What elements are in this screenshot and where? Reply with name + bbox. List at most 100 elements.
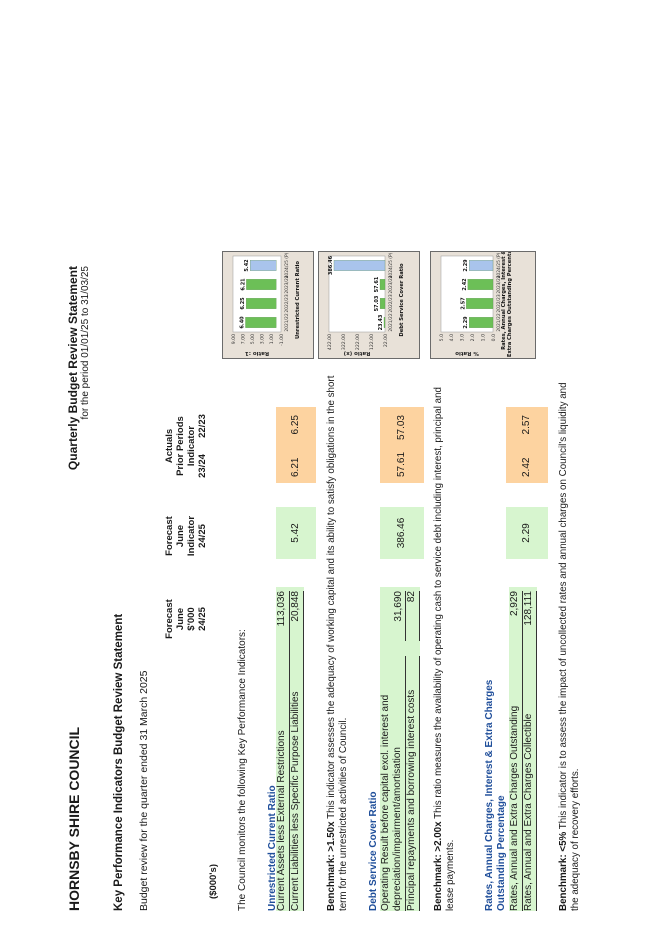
chart-bar <box>379 279 386 290</box>
council-name: HORNSBY SHIRE COUNCIL <box>66 726 82 911</box>
benchmark-description: This indicator is to assess the impact o… <box>558 382 581 911</box>
data-label: 2.57 <box>460 297 466 310</box>
data-label: 2.42 <box>462 278 468 291</box>
data-label: 57.61 <box>374 276 380 292</box>
row-label: Rates, Annual and Extra Charges Collecti… <box>523 641 537 911</box>
x-tick-label: 2023/24 <box>496 275 502 293</box>
y-tick-label: 0.0 <box>491 334 497 341</box>
col-forecast-indicator: Forecast June Indicator 24/25 <box>164 506 208 566</box>
benchmark-label: Benchmark: >1.50x <box>326 821 337 911</box>
forecast-indicator: 386.46 <box>380 507 424 559</box>
data-label: 57.03 <box>374 295 380 311</box>
actual-2324: 6.21 <box>290 457 301 477</box>
intro-text: The Council monitors the following Key P… <box>237 629 248 911</box>
y-axis-label: % Ratio <box>455 350 479 356</box>
row-label: Current Liabilities less Specific Purpos… <box>290 633 304 911</box>
col-year-2223: 22/23 <box>197 414 208 438</box>
col-header-line: Forecast <box>164 516 175 556</box>
benchmark-label: Benchmark: >2.00x <box>433 821 444 911</box>
data-label: 23.43 <box>378 314 384 330</box>
y-tick-label: 422.00 <box>327 334 333 350</box>
x-tick-label: 2024/25 (P) <box>284 252 290 278</box>
row-values-s2: 31,690 82 <box>380 591 420 641</box>
forecast-indicator: 2.29 <box>506 507 548 559</box>
chart-bar <box>466 298 494 309</box>
x-tick-label: 2021/22 <box>284 313 290 331</box>
row-value: 31,690 <box>380 591 406 641</box>
plot-area <box>232 255 282 333</box>
y-tick-label: 2.0 <box>470 334 476 341</box>
y-tick-label: 5.0 <box>439 334 445 341</box>
chart-bar <box>379 298 386 309</box>
data-label: 2.29 <box>463 259 469 272</box>
col-header-line: Prior Periods <box>175 416 186 476</box>
actual-2324: 57.61 <box>396 451 407 477</box>
row-label: Rates, Annual and Extra Charges Outstand… <box>509 641 523 911</box>
y-axis-label: Ratio (x) <box>343 350 370 356</box>
col-header-line: June <box>175 607 186 631</box>
kpi-title: Key Performance Indicators Budget Review… <box>113 613 125 911</box>
data-label: 6.40 <box>239 316 245 329</box>
col-header-line: 24/25 <box>197 524 208 548</box>
x-tick-label: 2021/22 <box>388 313 394 331</box>
row-label: Principal repayments and borrowing inter… <box>406 656 420 911</box>
data-label: 6.21 <box>240 278 246 291</box>
row-values-s1: 113,036 20,848 <box>276 591 304 641</box>
col-actuals: Actuals Prior Periods Indicator <box>164 406 197 486</box>
y-tick-label: 7.00 <box>240 334 246 344</box>
row-value: 128,111 <box>523 591 537 641</box>
section-title: Rates, Annual Charges, Interest & Extra … <box>484 679 507 911</box>
chart-bar <box>333 260 386 271</box>
actual-2223: 6.25 <box>290 415 301 435</box>
y-axis-label: Ratio :1 <box>245 350 269 356</box>
chart-title: Debt Service Cover Ratio <box>399 263 405 337</box>
plot-area <box>328 255 386 333</box>
chart-bar <box>469 317 494 328</box>
col-header-line: Indicator <box>186 515 197 557</box>
col-header-line: June <box>175 524 186 548</box>
benchmark-text: Benchmark: <5% This indicator is to asse… <box>558 371 581 911</box>
x-tick-label: 2022/23 <box>284 294 290 312</box>
y-tick-label: 9.00 <box>231 334 237 344</box>
report-period: for the period 01/01/25 to 31/03/25 <box>80 266 91 420</box>
chart-bar <box>245 317 277 328</box>
chart-bar <box>469 260 494 271</box>
col-header-line: Forecast <box>164 599 175 639</box>
row-labels-s1: Current Assets less External Restriction… <box>276 633 304 911</box>
data-label: 2.29 <box>463 316 469 329</box>
row-value: 113,036 <box>276 591 290 641</box>
data-label: 5.42 <box>244 259 250 272</box>
y-tick-label: 1.00 <box>269 334 275 344</box>
col-header-line: Actuals <box>164 428 175 464</box>
x-tick-label: 2022/23 <box>388 294 394 312</box>
col-year-2324: 23/24 <box>197 454 208 478</box>
x-tick-label: 2023/24 <box>388 275 394 293</box>
actuals-box: 2.42 2.57 <box>506 407 548 483</box>
x-tick-label: 2024/25 (P) <box>388 252 394 278</box>
row-value: 82 <box>406 591 420 641</box>
col-forecast-amount: Forecast June $'000 24/25 <box>164 589 208 649</box>
row-label: Current Assets less External Restriction… <box>276 633 290 911</box>
y-tick-label: -1.00 <box>279 334 285 346</box>
row-values-s3: 2,929 128,111 <box>509 591 537 641</box>
units-label: ($000's) <box>208 863 219 899</box>
x-tick-label: 2024/25 (P) <box>496 252 502 278</box>
data-label: 386.46 <box>328 255 334 275</box>
row-value: 20,848 <box>290 591 304 641</box>
col-header-line: $'000 <box>186 607 197 631</box>
x-tick-label: 2023/24 <box>284 275 290 293</box>
row-label: Operating Result before capital excl. in… <box>380 656 406 911</box>
y-tick-label: 22.00 <box>383 334 389 347</box>
y-tick-label: 322.00 <box>341 334 347 350</box>
y-tick-label: 1.0 <box>480 334 486 341</box>
y-tick-label: 4.0 <box>449 334 455 341</box>
benchmark-text: Benchmark: >2.00x This ratio measures th… <box>433 371 456 911</box>
chart-title: Rates, Annual Charges, Interest & <box>501 252 507 350</box>
row-labels-s3: Rates, Annual and Extra Charges Outstand… <box>509 641 537 911</box>
kpi-subtitle: Budget review for the quarter ended 31 M… <box>138 670 150 912</box>
